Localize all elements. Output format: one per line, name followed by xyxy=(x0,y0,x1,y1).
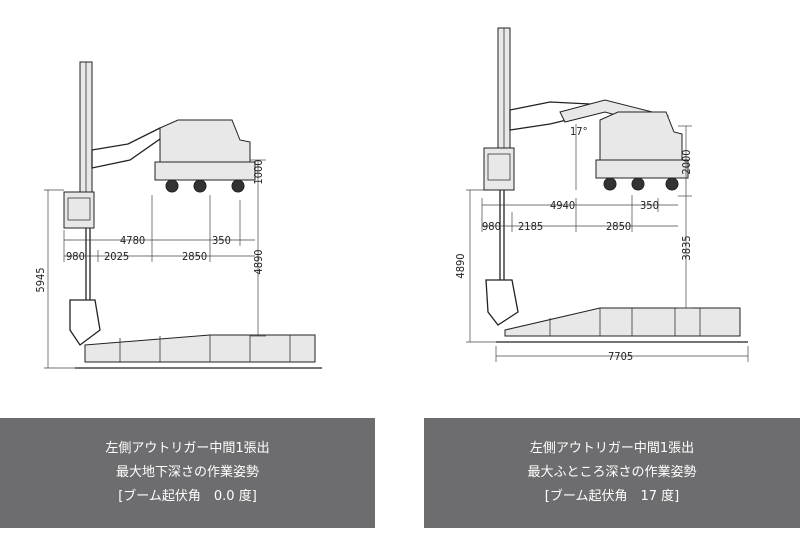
left-wheel-3 xyxy=(231,179,245,193)
left-caption-line1: 左側アウトリガー中間1張出 xyxy=(105,441,270,456)
right-deck xyxy=(504,307,741,337)
right-truck-frame xyxy=(595,159,689,179)
left-dim-2850: 2850 xyxy=(182,250,207,263)
right-dim-350: 350 xyxy=(640,199,659,212)
left-dim-1000: 1000 xyxy=(252,159,265,184)
left-dim-980: 980 xyxy=(66,250,85,263)
right-dim-7705: 7705 xyxy=(608,350,633,363)
left-dim-2025: 2025 xyxy=(104,250,129,263)
left-truck-frame xyxy=(154,161,256,181)
left-lower-arm xyxy=(69,299,101,346)
right-dim-2000: 2000 xyxy=(680,149,693,174)
right-wheel-3 xyxy=(665,177,679,191)
right-dim-4890: 4890 xyxy=(454,253,467,278)
left-drawing: 4780 350 980 2025 2850 1000 4890 5945 xyxy=(34,61,322,369)
right-dim-3835: 3835 xyxy=(680,235,693,260)
right-wheel-2 xyxy=(631,177,645,191)
right-work-basket xyxy=(483,147,515,191)
right-caption-line2: 最大ふところ深さの作業姿勢 xyxy=(527,465,697,480)
right-truck-cab xyxy=(599,111,683,161)
right-wheel-1 xyxy=(603,177,617,191)
right-caption: 左側アウトリガー中間1張出 最大ふところ深さの作業姿勢 [ブーム起伏角 17 度… xyxy=(424,418,800,528)
right-angle-label: 17° xyxy=(570,125,588,138)
left-wheel-2 xyxy=(193,179,207,193)
left-dim-4890: 4890 xyxy=(252,249,265,274)
left-caption: 左側アウトリガー中間1張出 最大地下深さの作業姿勢 [ブーム起伏角 0.0 度] xyxy=(0,418,375,528)
left-deck xyxy=(84,334,316,363)
right-caption-line1: 左側アウトリガー中間1張出 xyxy=(529,441,695,456)
right-dim-2850: 2850 xyxy=(606,220,631,233)
left-dim-4780: 4780 xyxy=(120,234,145,247)
right-dim-4940: 4940 xyxy=(550,199,575,212)
left-wheel-1 xyxy=(165,179,179,193)
right-drawing: 17° 4940 350 980 2185 2850 2000 3835 489… xyxy=(454,27,749,363)
right-caption-line3: [ブーム起伏角 17 度] xyxy=(544,489,680,504)
right-dim-980: 980 xyxy=(482,220,501,233)
left-diagram: 4780 350 980 2025 2850 1000 4890 5945 xyxy=(0,0,400,400)
right-lower-arm xyxy=(485,279,519,326)
left-caption-line2: 最大地下深さの作業姿勢 xyxy=(115,465,259,480)
right-diagram: 17° 4940 350 980 2185 2850 2000 3835 489… xyxy=(400,0,800,400)
left-work-basket xyxy=(63,191,95,229)
left-truck-cab xyxy=(159,119,251,163)
left-caption-line3: [ブーム起伏角 0.0 度] xyxy=(118,489,257,504)
left-dim-350: 350 xyxy=(212,234,231,247)
left-dim-5945: 5945 xyxy=(34,267,47,292)
right-dim-2185: 2185 xyxy=(518,220,543,233)
